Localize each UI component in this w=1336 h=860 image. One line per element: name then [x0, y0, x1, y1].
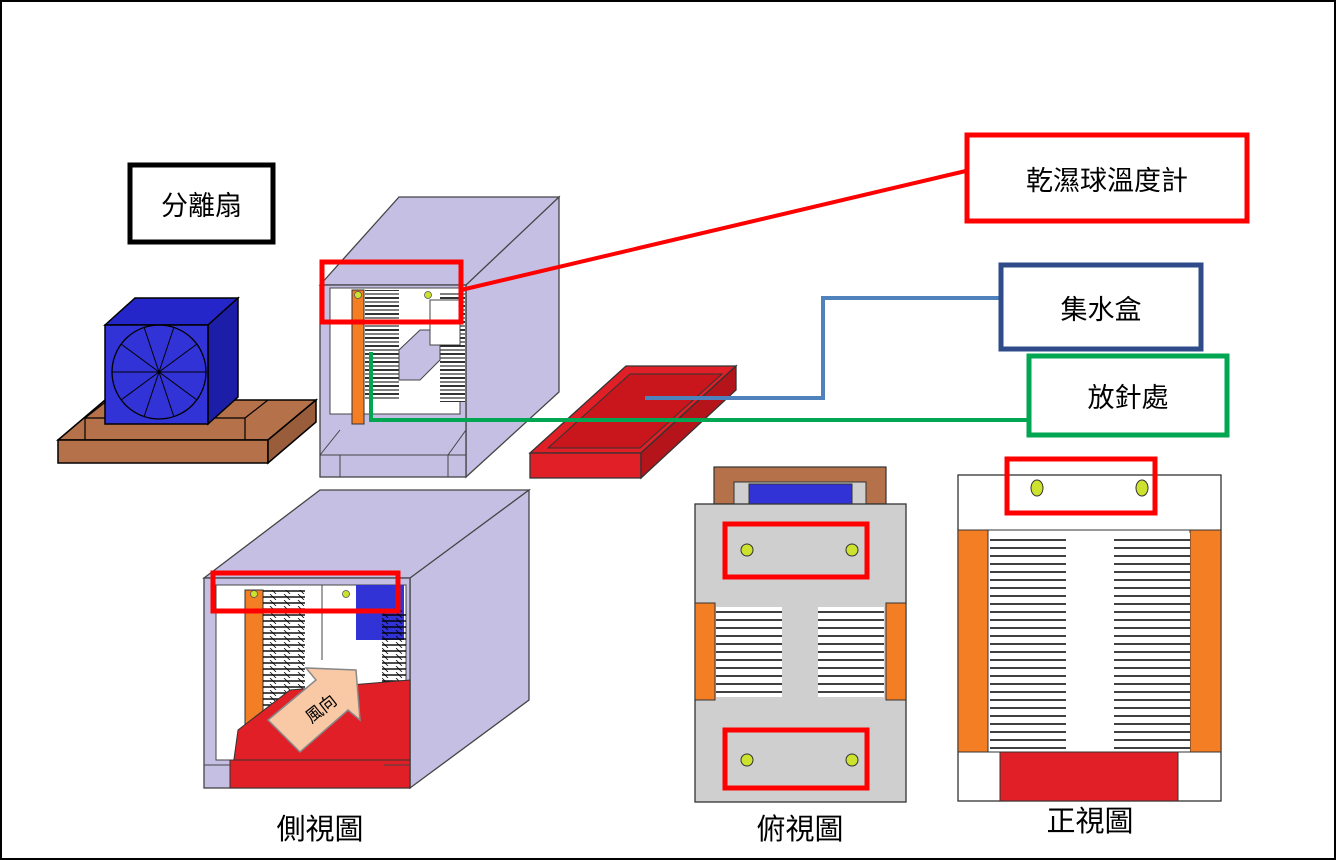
- needle-label: 放針處: [1087, 383, 1169, 414]
- needle-callout-line: [369, 352, 1028, 422]
- water-box-label-box: [998, 262, 1204, 352]
- front-view-diagram: [957, 474, 1222, 802]
- thermometer-label-box: [964, 132, 1250, 224]
- front-view-caption: 正視圖: [1046, 804, 1134, 838]
- fan-label: 分離扇: [161, 191, 242, 222]
- fan-unit: [55, 296, 319, 465]
- thermometer-highlight-side: [210, 570, 401, 614]
- top-view-diagram: [694, 466, 907, 803]
- thermometer-highlight-top-upper: [722, 521, 870, 580]
- side-view-caption: 側視圖: [276, 812, 364, 846]
- thermometer-highlight-front: [1004, 456, 1158, 516]
- thermometer-callout-line: [460, 168, 971, 292]
- thermometer-label: 乾濕球溫度計: [1026, 165, 1188, 197]
- thermometer-highlight-top-lower: [722, 727, 870, 791]
- water-box-callout-line: [645, 296, 999, 400]
- water-box-label: 集水盒: [1060, 294, 1142, 326]
- fan-label-box: [127, 162, 276, 245]
- wind-direction-arrow: [266, 667, 361, 754]
- thermometer-highlight-housing: [319, 259, 464, 325]
- top-view-caption: 俯視圖: [756, 812, 844, 846]
- needle-label-box: [1026, 353, 1230, 438]
